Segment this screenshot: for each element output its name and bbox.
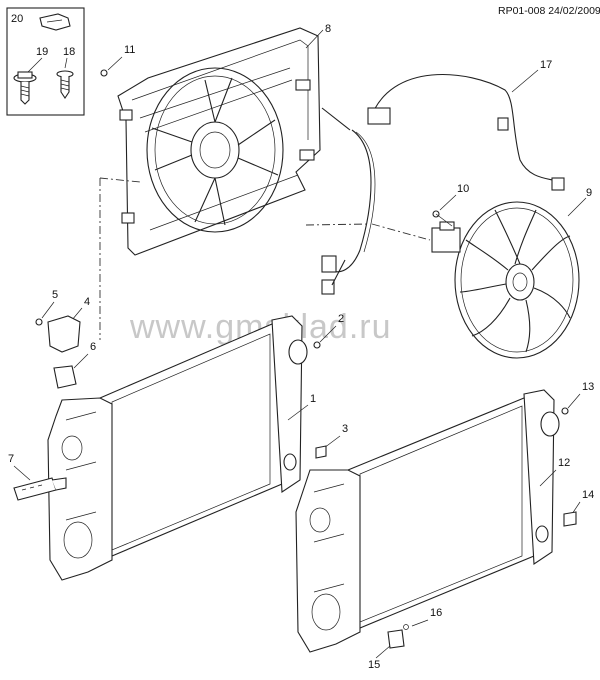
callout-17: 17 [540,59,552,71]
radiator-assembly-alt [295,389,560,653]
callout-5: 5 [52,289,58,301]
callout-18: 18 [63,46,75,58]
callout-12: 12 [558,457,570,469]
callout-14: 14 [582,489,594,501]
wiring-harness [321,73,565,295]
fastener-inset: 20 19 18 [6,7,85,116]
radiator-assembly [47,315,308,581]
callout-15: 15 [368,659,380,671]
callout-1: 1 [310,393,316,405]
callout-16: 16 [430,607,442,619]
callout-6: 6 [90,341,96,353]
callout-7: 7 [8,453,14,465]
diagram-code: RP01-008 24/02/2009 [498,5,600,17]
callout-4: 4 [84,296,90,308]
cooling-fan [431,201,580,359]
fan-shroud [117,27,321,256]
callout-13: 13 [582,381,594,393]
callout-2: 2 [338,313,344,325]
callout-3: 3 [342,423,348,435]
callout-8: 8 [325,23,331,35]
callout-9: 9 [586,187,592,199]
callout-11: 11 [124,44,135,56]
callout-19: 19 [36,46,48,58]
callout-20: 20 [11,13,23,25]
callout-10: 10 [457,183,469,195]
